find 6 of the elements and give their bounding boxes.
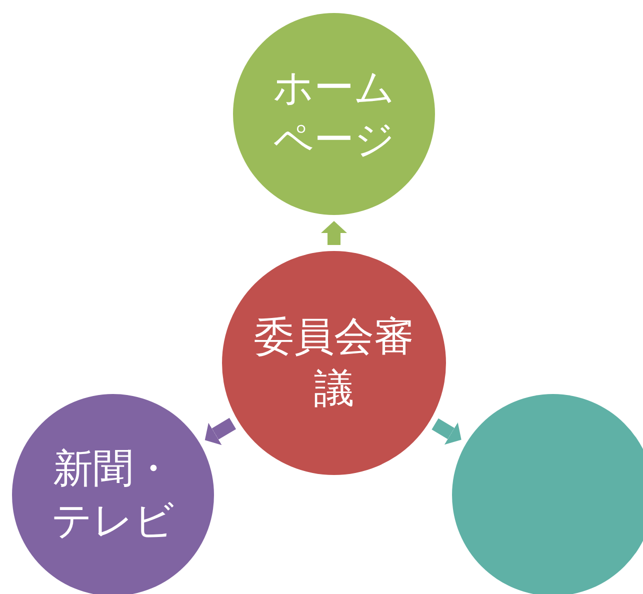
arrow xyxy=(321,221,347,245)
node-label: 委員会審議 xyxy=(254,313,414,414)
node-label: ホームページ xyxy=(272,64,396,165)
arrow xyxy=(432,418,462,445)
node-label: 新聞・テレビ xyxy=(50,445,176,546)
arrow xyxy=(204,418,236,446)
